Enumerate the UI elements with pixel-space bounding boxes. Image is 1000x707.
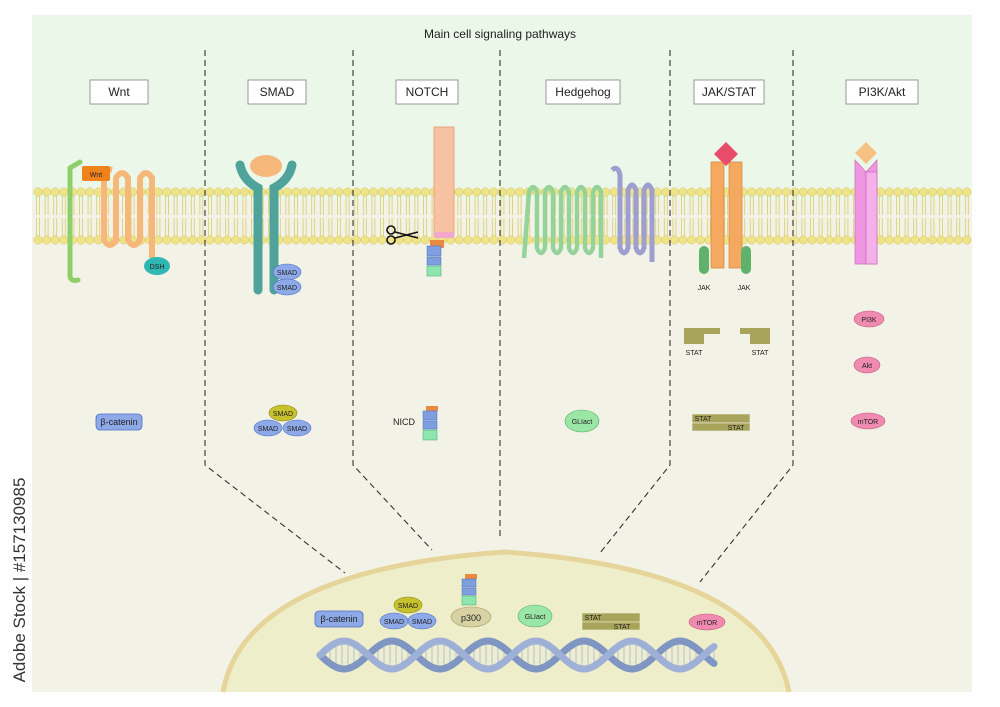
pathway-label-notch: NOTCH	[395, 79, 459, 105]
stat-monomers: STAT STAT	[684, 328, 770, 357]
cytokine-receptor	[699, 142, 751, 274]
svg-text:STAT: STAT	[686, 350, 704, 357]
svg-text:PI3K/Akt: PI3K/Akt	[859, 85, 906, 99]
svg-text:GLIact: GLIact	[572, 419, 593, 426]
svg-text:mTOR: mTOR	[697, 620, 717, 627]
svg-text:SMAD: SMAD	[277, 270, 297, 277]
smoothened-receptor	[610, 165, 655, 262]
watermark-text: Adobe Stock | #157130985	[10, 477, 29, 683]
smad-complex-cytoplasm: SMAD SMAD SMAD	[253, 404, 312, 437]
smad-complex-nucleus: SMAD SMAD SMAD	[379, 596, 437, 630]
svg-text:DSH: DSH	[150, 264, 165, 271]
patched-receptor	[521, 184, 604, 259]
svg-text:STAT: STAT	[752, 350, 770, 357]
svg-text:STAT: STAT	[614, 624, 632, 631]
svg-text:NICD: NICD	[393, 417, 415, 427]
wnt-ligand: Wnt	[82, 166, 110, 181]
svg-text:SMAD: SMAD	[260, 85, 295, 99]
svg-text:SMAD: SMAD	[384, 619, 404, 626]
svg-text:SMAD: SMAD	[412, 619, 432, 626]
svg-text:β-catenin: β-catenin	[320, 614, 357, 624]
upper-background	[32, 15, 972, 200]
dsh-protein: DSH	[144, 257, 170, 275]
svg-text:SMAD: SMAD	[277, 285, 297, 292]
svg-text:Wnt: Wnt	[108, 85, 130, 99]
akt-protein: Akt	[853, 356, 881, 374]
pathway-separators	[204, 50, 794, 583]
svg-text:STAT: STAT	[585, 615, 603, 622]
pathway-label-jakstat: JAK/STAT	[693, 79, 765, 105]
svg-text:STAT: STAT	[695, 416, 713, 423]
mtor-cytoplasm: mTOR	[850, 412, 886, 430]
pathway-label-hedgehog: Hedgehog	[545, 79, 621, 105]
svg-text:Wnt: Wnt	[90, 172, 103, 179]
jak-labels: JAK JAK	[698, 285, 751, 292]
stat-dimer-cytoplasm: STAT STAT	[691, 413, 751, 432]
beta-catenin-cytoplasm: β-catenin	[95, 413, 143, 431]
p300-complex: p300	[450, 574, 492, 628]
diagram-title: Main cell signaling pathways	[424, 27, 576, 41]
svg-text:SMAD: SMAD	[287, 426, 307, 433]
notch-receptor	[426, 126, 455, 277]
scissors-icon	[386, 225, 419, 245]
svg-text:Hedgehog: Hedgehog	[555, 85, 610, 99]
pathway-label-pi3k: PI3K/Akt	[845, 79, 919, 105]
svg-text:PI3K: PI3K	[861, 317, 877, 324]
pathway-label-wnt: Wnt	[89, 79, 149, 105]
svg-text:JAK/STAT: JAK/STAT	[702, 85, 757, 99]
gli-cytoplasm: GLIact	[564, 409, 600, 433]
svg-text:β-catenin: β-catenin	[100, 417, 137, 427]
svg-text:mTOR: mTOR	[858, 419, 878, 426]
svg-text:GLIact: GLIact	[525, 614, 546, 621]
nicd-cytoplasm: NICD	[393, 406, 438, 441]
svg-text:Akt: Akt	[862, 363, 872, 370]
svg-text:SMAD: SMAD	[398, 603, 418, 610]
beta-catenin-nucleus: β-catenin	[314, 610, 364, 628]
tgf-beta-receptor	[235, 155, 297, 295]
mtor-nucleus: mTOR	[688, 613, 726, 631]
svg-text:NOTCH: NOTCH	[406, 85, 449, 99]
stat-dimer-nucleus: STAT STAT	[581, 612, 641, 631]
gli-nucleus: GLIact	[517, 604, 553, 628]
pi3k-protein: PI3K	[853, 310, 885, 328]
svg-text:STAT: STAT	[728, 425, 746, 432]
svg-text:SMAD: SMAD	[258, 426, 278, 433]
rtk-receptor	[854, 142, 878, 265]
stock-watermark: Adobe Stock | #157130985	[6, 470, 32, 700]
svg-text:SMAD: SMAD	[273, 411, 293, 418]
svg-text:p300: p300	[461, 613, 481, 623]
svg-text:JAK: JAK	[698, 285, 711, 292]
pathway-label-smad: SMAD	[247, 79, 307, 105]
smad-membrane-pair: SMAD SMAD	[272, 263, 302, 296]
svg-text:JAK: JAK	[738, 285, 751, 292]
dna-double-helix	[316, 637, 718, 673]
